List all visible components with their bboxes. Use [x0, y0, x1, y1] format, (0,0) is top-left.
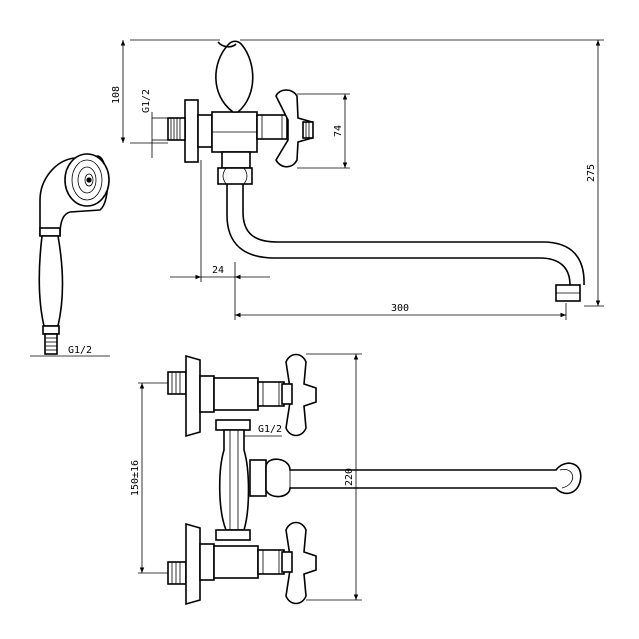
- dimension-300-label: 300: [391, 303, 409, 314]
- dimension-220-label: 220: [344, 468, 355, 486]
- dimension-front-thread: G1/2: [244, 424, 282, 437]
- dimension-220: 220: [306, 353, 362, 601]
- front-view: [167, 353, 582, 606]
- dimension-108: 108: [111, 39, 220, 144]
- dimension-275: 275: [240, 39, 604, 307]
- dimension-74: 74: [297, 93, 350, 169]
- dimension-top-thread: G1/2: [141, 89, 168, 158]
- dimension-24: 24: [170, 160, 270, 320]
- dimension-150: 150±16: [130, 382, 168, 574]
- dimension-shower-thread: G1/2: [30, 345, 110, 357]
- dimension-150-label: 150±16: [130, 460, 141, 496]
- dimension-300: 300: [235, 303, 567, 320]
- dimension-108-label: 108: [111, 86, 122, 104]
- side-view: [167, 40, 585, 302]
- dimension-74-label: 74: [333, 125, 344, 137]
- dimension-275-label: 275: [586, 164, 597, 182]
- shower-thread-label: G1/2: [68, 345, 92, 356]
- top-thread-label: G1/2: [141, 89, 152, 113]
- hand-shower: [38, 153, 110, 355]
- front-thread-label: G1/2: [258, 424, 282, 435]
- dimension-24-label: 24: [212, 265, 224, 276]
